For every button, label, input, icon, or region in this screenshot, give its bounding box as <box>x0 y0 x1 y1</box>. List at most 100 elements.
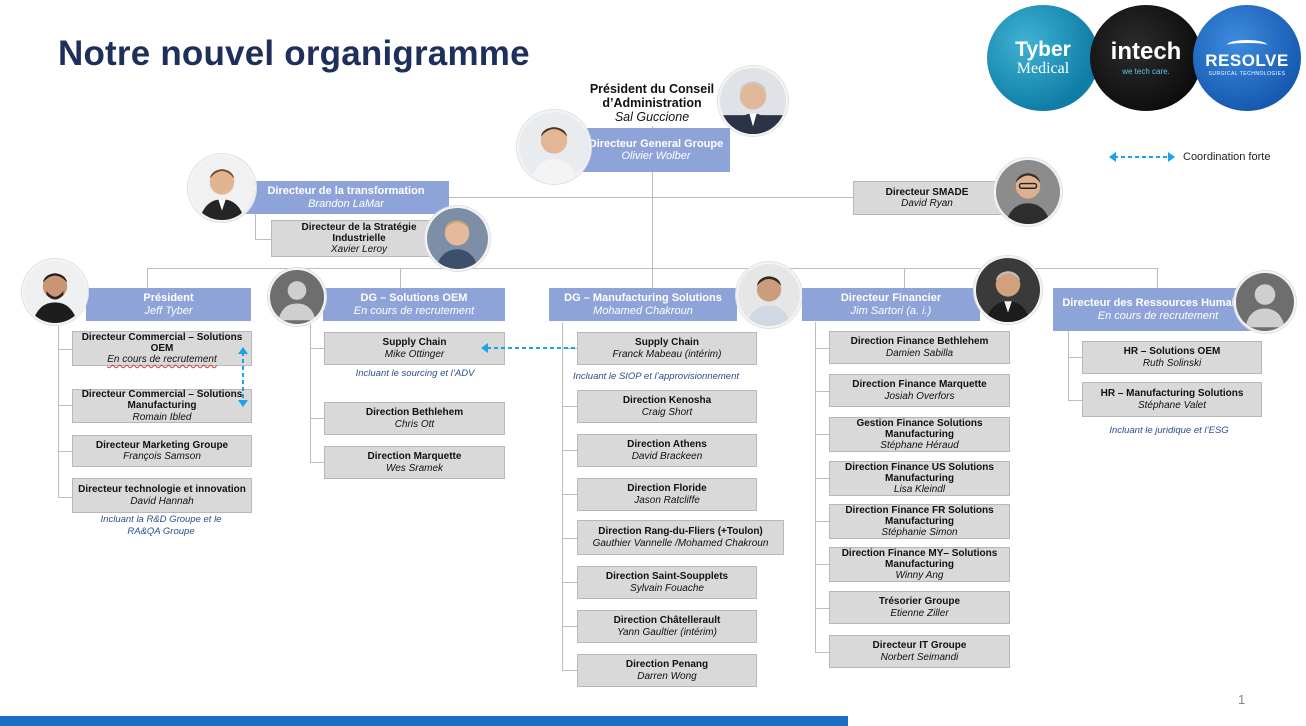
finance-item-5: Direction Finance FR Solutions Manufactu… <box>829 504 1010 539</box>
oem-item-2: Direction Bethlehem Chris Ott <box>324 402 505 435</box>
transformation-name: Brandon LaMar <box>308 197 384 210</box>
finance-item-2-name: Josiah Overfors <box>884 390 955 402</box>
hr-item-2: HR – Manufacturing Solutions Stéphane Va… <box>1082 382 1262 417</box>
resolve-logo-main: RESOLVE <box>1205 50 1289 70</box>
hr-head-role: Directeur des Ressources Humaines <box>1062 297 1254 310</box>
president-item-2: Directeur Commercial – Solutions Manufac… <box>72 389 252 423</box>
finance-head-name: Jim Sartori (a. i.) <box>850 304 932 317</box>
manufacturing-note: Incluant le SIOP et l’approvisionnement <box>573 371 739 382</box>
president-item-4: Directeur technologie et innovation Davi… <box>72 478 252 513</box>
intech-logo-tagline: we tech care. <box>1122 67 1170 76</box>
president-item-3-name: François Samson <box>123 451 201 462</box>
finance-item-8-role: Directeur IT Groupe <box>872 640 967 652</box>
oem-head-name: En cours de recrutement <box>353 304 475 317</box>
finance-item-6-name: Winny Ang <box>895 570 944 582</box>
chairman-photo <box>718 66 788 136</box>
hr-item-1: HR – Solutions OEM Ruth Solinski <box>1082 341 1262 374</box>
manufacturing-head-photo <box>736 262 802 328</box>
manufacturing-item-1: Supply Chain Franck Mabeau (intérim) <box>577 332 757 365</box>
commercial-coordination-arrow-icon <box>238 347 248 407</box>
president-item-3: Directeur Marketing Groupe François Sams… <box>72 435 252 467</box>
finance-item-7: Trésorier Groupe Etienne Ziller <box>829 591 1010 624</box>
manufacturing-item-1-role: Supply Chain <box>635 337 699 349</box>
manufacturing-item-7: Direction Châtellerault Yann Gaultier (i… <box>577 610 757 643</box>
strategy-role: Directeur de la Stratégie Industrielle <box>301 221 417 244</box>
oem-head-box: DG – Solutions OEM En cours de recruteme… <box>323 288 505 321</box>
chairman-name: Sal Guccione <box>614 110 690 124</box>
smade-name: David Ryan <box>901 198 953 209</box>
finance-item-5-role: Direction Finance FR Solutions Manufactu… <box>845 504 994 527</box>
manufacturing-item-4-name: Jason Ratcliffe <box>634 494 700 506</box>
strategy-photo <box>425 206 490 271</box>
manufacturing-item-6-role: Direction Saint-Soupplets <box>605 571 729 583</box>
president-note: Incluant la R&D Groupe et le RA&QA Group… <box>100 514 222 538</box>
hr-item-1-role: HR – Solutions OEM <box>1123 346 1221 358</box>
chairman-box: Président du Conseil d’Administration Sa… <box>576 80 728 126</box>
finance-item-4-name: Lisa Kleindl <box>893 484 946 496</box>
oem-note: Incluant le sourcing et l’ADV <box>355 368 475 379</box>
president-item-2-name: Romain Ibled <box>132 411 192 423</box>
resolve-logo-tagline: SURGICAL TECHNOLOGIES <box>1208 70 1286 77</box>
finance-item-6-role: Direction Finance MY– Solutions Manufact… <box>841 547 998 570</box>
hr-note: Incluant le juridique et l’ESG <box>1109 425 1229 436</box>
tyber-medical-logo: Tyber Medical <box>987 5 1099 111</box>
oem-item-1-name: Mike Ottinger <box>384 348 445 360</box>
ceo-role: Directeur General Groupe <box>588 137 724 150</box>
finance-item-1: Direction Finance Bethlehem Damien Sabil… <box>829 331 1010 364</box>
manufacturing-item-1-name: Franck Mabeau (intérim) <box>612 348 722 360</box>
hr-head-name: En cours de recrutement <box>1097 309 1219 322</box>
strategy-box: Directeur de la Stratégie Industrielle X… <box>271 220 447 257</box>
manufacturing-item-3-name: David Brackeen <box>631 450 703 462</box>
manufacturing-head-role: DG – Manufacturing Solutions <box>564 292 722 305</box>
transformation-photo <box>188 154 256 222</box>
oem-item-2-role: Direction Bethlehem <box>365 407 464 419</box>
finance-item-1-role: Direction Finance Bethlehem <box>850 336 989 348</box>
manufacturing-item-4-role: Direction Floride <box>627 483 707 495</box>
finance-item-6: Direction Finance MY– Solutions Manufact… <box>829 547 1010 582</box>
manufacturing-item-5-name: Gauthier Vannelle /Mohamed Chakroun <box>592 537 769 549</box>
legend-label: Coordination forte <box>1183 151 1271 163</box>
smade-photo <box>994 158 1062 226</box>
ceo-box: Directeur General Groupe Olivier Wolber <box>582 128 730 172</box>
transformation-box: Directeur de la transformation Brandon L… <box>243 181 449 214</box>
manufacturing-item-8: Direction Penang Darren Wong <box>577 654 757 687</box>
ceo-photo <box>517 110 591 184</box>
oem-item-3: Direction Marquette Wes Sramek <box>324 446 505 479</box>
president-item-1-role: Directeur Commercial – Solutions OEM <box>81 331 243 354</box>
hr-item-2-role: HR – Manufacturing Solutions <box>1100 388 1244 400</box>
manufacturing-item-7-role: Direction Châtellerault <box>613 615 721 627</box>
footer-bar <box>0 716 848 726</box>
intech-logo-main: intech <box>1110 38 1182 65</box>
president-item-4-name: David Hannah <box>130 495 194 507</box>
president-item-3-role: Directeur Marketing Groupe <box>95 439 229 451</box>
resolve-swoosh-icon <box>1227 39 1267 50</box>
transformation-role: Directeur de la transformation <box>267 185 425 198</box>
tyber-logo-line2: Medical <box>1016 59 1070 77</box>
manufacturing-item-7-name: Yann Gaultier (intérim) <box>617 626 717 638</box>
coordination-legend-arrow-icon <box>1109 152 1175 162</box>
finance-head-box: Directeur Financier Jim Sartori (a. i.) <box>802 288 980 321</box>
hr-vacant-avatar-icon <box>1234 271 1296 333</box>
finance-item-7-name: Etienne Ziller <box>890 607 949 619</box>
finance-item-7-role: Trésorier Groupe <box>878 596 961 608</box>
manufacturing-item-5: Direction Rang-du-Fliers (+Toulon) Gauth… <box>577 520 784 555</box>
president-name: Jeff Tyber <box>144 304 193 317</box>
hr-item-2-name: Stéphane Valet <box>1137 399 1207 411</box>
finance-item-3: Gestion Finance Solutions Manufacturing … <box>829 417 1010 452</box>
finance-head-photo <box>974 256 1042 324</box>
chairman-role: Président du Conseil d’Administration <box>589 82 715 110</box>
finance-item-1-name: Damien Sabilla <box>885 347 954 359</box>
finance-item-5-name: Stéphanie Simon <box>881 527 958 539</box>
manufacturing-item-6: Direction Saint-Soupplets Sylvain Fouach… <box>577 566 757 599</box>
resolve-logo: RESOLVE SURGICAL TECHNOLOGIES <box>1193 5 1301 111</box>
page-number: 1 <box>1238 692 1246 707</box>
hr-item-1-name: Ruth Solinski <box>1142 357 1202 369</box>
manufacturing-item-2-role: Direction Kenosha <box>622 395 712 407</box>
manufacturing-head-box: DG – Manufacturing Solutions Mohamed Cha… <box>549 288 737 321</box>
smade-box: Directeur SMADE David Ryan <box>853 181 1001 215</box>
president-item-2-role: Directeur Commercial – Solutions Manufac… <box>81 389 243 412</box>
president-item-4-role: Directeur technologie et innovation <box>78 484 246 496</box>
oem-item-3-role: Direction Marquette <box>367 451 462 463</box>
manufacturing-item-8-role: Direction Penang <box>625 659 709 671</box>
smade-role: Directeur SMADE <box>885 186 969 198</box>
